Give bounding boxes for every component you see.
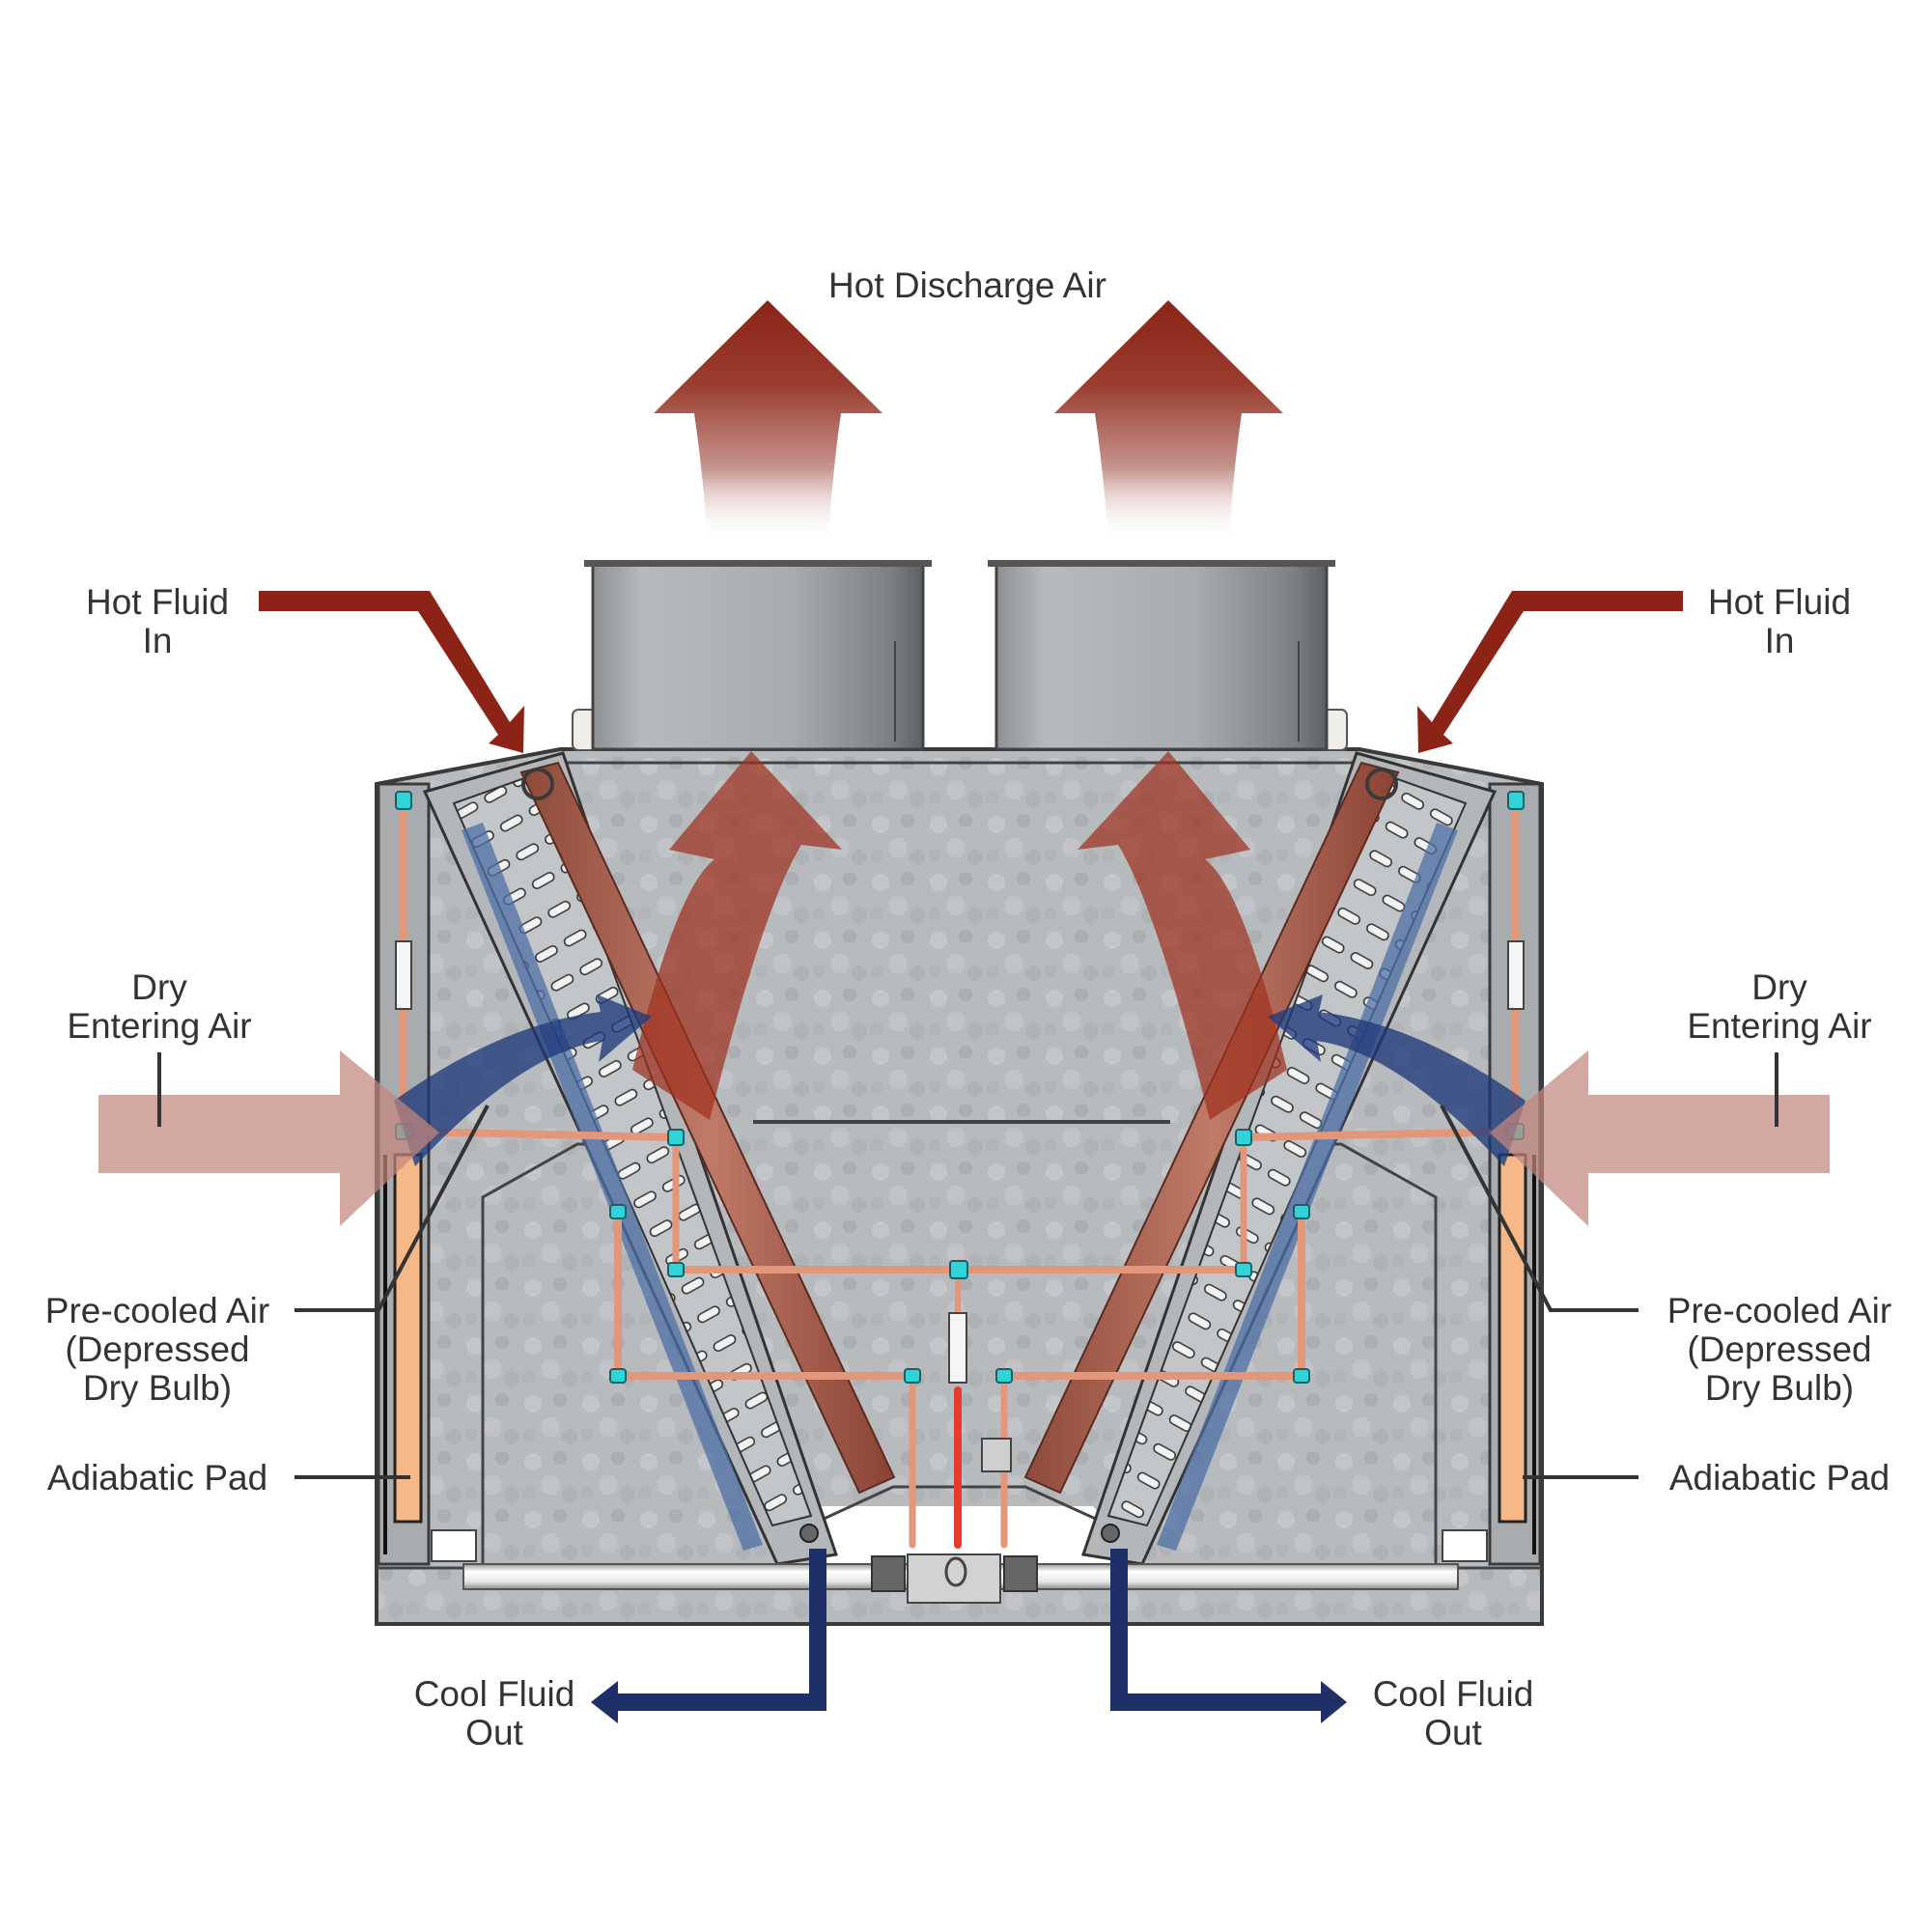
adiabatic-pad-left bbox=[393, 1153, 423, 1524]
coil-right-blue-bank bbox=[1157, 823, 1458, 1551]
air-flow-overlays bbox=[98, 751, 1830, 1226]
label-precooled-air-left-line2: (Depressed bbox=[65, 1329, 249, 1369]
label-adiabatic-pad-right: Adiabatic Pad bbox=[1669, 1458, 1890, 1497]
cool-fluid-out-arrow-right bbox=[1110, 1549, 1347, 1723]
label-dry-entering-air-left-line2: Entering Air bbox=[67, 1006, 251, 1046]
coil-left-blue-bank bbox=[462, 823, 763, 1551]
label-precooled-air-right-line1: Pre-cooled Air bbox=[1667, 1291, 1891, 1330]
adiabatic-pad-right bbox=[1498, 1153, 1527, 1524]
dry-entering-air-arrow-right bbox=[1490, 1050, 1830, 1226]
hot-fluid-in-arrow-left bbox=[259, 591, 524, 753]
label-hot-fluid-in-right-line2: In bbox=[1765, 621, 1795, 660]
strainer bbox=[948, 1312, 967, 1384]
hot-fluid-in-arrow-right bbox=[1417, 591, 1683, 753]
label-cool-fluid-out-left-line1: Cool Fluid bbox=[414, 1674, 575, 1714]
hot-discharge-air-arrows bbox=[654, 300, 1283, 541]
label-cool-fluid-out-right-line1: Cool Fluid bbox=[1373, 1674, 1534, 1714]
leader-precooled-left bbox=[294, 1105, 490, 1312]
coil-right bbox=[1023, 751, 1498, 1566]
label-dry-entering-air-right-line1: Dry bbox=[1751, 967, 1807, 1007]
cool-fluid-out-arrow-left bbox=[591, 1549, 826, 1723]
leader-precooled-right bbox=[1440, 1105, 1638, 1312]
label-cool-fluid-out-right-line2: Out bbox=[1424, 1713, 1482, 1752]
label-dry-entering-air-left-line1: Dry bbox=[131, 967, 187, 1007]
label-hot-fluid-in-left-line2: In bbox=[143, 621, 173, 660]
hot-air-curve-left bbox=[632, 751, 842, 1120]
label-precooled-air-left-line1: Pre-cooled Air bbox=[45, 1291, 269, 1330]
inner-panel-left bbox=[481, 1142, 589, 1564]
label-precooled-air-right-line2: (Depressed bbox=[1687, 1329, 1871, 1369]
coil-right-header-tube bbox=[1023, 761, 1400, 1495]
label-hot-fluid-in-right-line1: Hot Fluid bbox=[1708, 582, 1851, 622]
fan-stack-left bbox=[591, 562, 925, 751]
label-precooled-air-right-line3: Dry Bulb) bbox=[1705, 1368, 1854, 1408]
fan-stacks bbox=[572, 560, 1348, 751]
piping bbox=[395, 791, 1525, 1604]
fan-stack-right bbox=[994, 562, 1329, 751]
leader-lines bbox=[157, 1052, 1778, 1479]
discharge-arrow-right bbox=[1054, 300, 1283, 541]
drain-box bbox=[907, 1553, 1001, 1604]
coil-left-header-tube bbox=[519, 761, 896, 1495]
label-hot-fluid-in-left-line1: Hot Fluid bbox=[86, 582, 229, 622]
label-adiabatic-pad-left: Adiabatic Pad bbox=[47, 1458, 267, 1497]
inner-panel-right bbox=[1330, 1142, 1438, 1564]
label-hot-discharge-air: Hot Discharge Air bbox=[828, 266, 1106, 305]
label-precooled-air-left-line3: Dry Bulb) bbox=[83, 1368, 232, 1408]
precooled-air-curve-right bbox=[1268, 994, 1526, 1166]
dry-entering-air-arrow-left bbox=[98, 1050, 439, 1226]
labels: Hot Discharge Air Hot Fluid In Hot Fluid… bbox=[45, 266, 1891, 1752]
label-dry-entering-air-right-line2: Entering Air bbox=[1687, 1006, 1871, 1046]
coil-left bbox=[422, 751, 896, 1566]
precooled-air-curve-left bbox=[394, 994, 652, 1166]
discharge-arrow-left bbox=[654, 300, 882, 541]
hot-air-curve-right bbox=[1078, 751, 1287, 1120]
label-cool-fluid-out-left-line2: Out bbox=[465, 1713, 523, 1752]
